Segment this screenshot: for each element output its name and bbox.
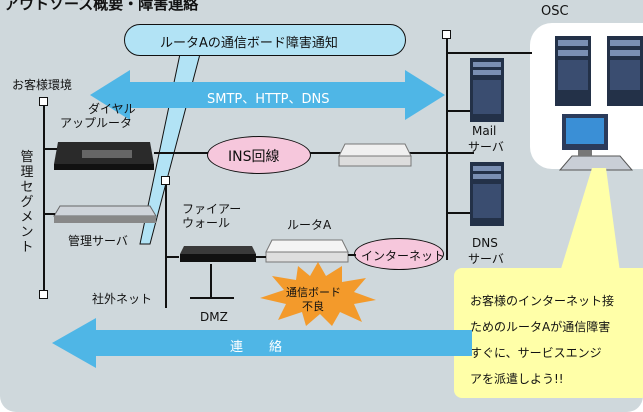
segment-top-terminator: [39, 97, 48, 106]
dialup-router-label-1: ダイヤル: [88, 102, 136, 116]
message-line-2: ためのルータAが通信障害: [470, 320, 611, 334]
dns-link: [446, 212, 470, 214]
failure-text-2: 不良: [302, 300, 324, 313]
dialup-router-icon: [54, 142, 154, 170]
osc-label: OSC: [541, 4, 569, 19]
failure-burst-icon: [260, 262, 376, 326]
dns-server-icon: [470, 162, 504, 226]
fw-router-link: [256, 256, 266, 258]
internet-label: インターネット: [361, 249, 446, 263]
page-title: アウトソース概要・障害連絡: [4, 0, 199, 13]
bottom-arrow: [52, 318, 472, 368]
mail-server-label-1: Mail: [472, 124, 497, 138]
ins-oval: [207, 136, 311, 174]
customer-env-label: お客様環境: [12, 78, 73, 92]
firewall-label-2: ウォール: [182, 216, 231, 230]
external-net-top-terminator: [161, 176, 170, 185]
dns-server-label-2: サーバ: [468, 252, 504, 266]
failure-text-1: 通信ボード: [286, 286, 341, 299]
dmz-label: DMZ: [200, 310, 228, 324]
dns-server-label-1: DNS: [472, 236, 498, 250]
firewall-link: [167, 256, 179, 258]
protocols-text: SMTP、HTTP、DNS: [207, 92, 330, 107]
message-line-4: アを派遣しよう!!: [470, 372, 564, 386]
dialup-link: [45, 148, 57, 150]
router-a-icon: [265, 239, 349, 263]
message-line-3: すぐに、サービスエンジ: [470, 346, 602, 360]
osc-pc-icon: [558, 114, 634, 171]
router-a-label: ルータA: [287, 218, 332, 232]
callout-text: ルータAの通信ボード障害通知: [160, 36, 338, 51]
mgmt-segment-label: 管理セグメント: [20, 150, 34, 255]
mgmt-server-link: [45, 213, 55, 215]
osc-link: [446, 52, 532, 54]
segment-bottom-terminator: [39, 290, 48, 299]
mail-link: [446, 110, 470, 112]
mgmt-server-label: 管理サーバ: [68, 234, 128, 248]
message-pointer: [560, 168, 620, 272]
server-segment-line: [446, 34, 448, 260]
firewall-icon: [180, 246, 256, 262]
ins-modem-icon: [338, 143, 412, 167]
ins-label: INS回線: [228, 149, 280, 165]
firewall-label-1: ファイアー: [182, 202, 242, 216]
ins-line-link: [154, 152, 474, 154]
external-net-line: [165, 180, 167, 308]
dialup-router-label-2: アップルータ: [60, 116, 133, 130]
mail-server-icon: [470, 58, 504, 122]
callout-bubble: [124, 24, 406, 56]
mgmt-server-icon: [53, 205, 157, 223]
server-top-terminator: [442, 30, 451, 39]
mail-server-label-2: サーバ: [468, 140, 504, 154]
mgmt-segment-line: [43, 101, 45, 295]
bottom-arrow-text: 連 絡: [230, 340, 283, 355]
internet-oval: [354, 238, 444, 270]
dmz-line: [190, 297, 234, 299]
router-internet-link: [348, 254, 356, 256]
dmz-drop: [210, 264, 212, 298]
message-box: [454, 268, 643, 398]
external-net-label: 社外ネット: [92, 292, 153, 306]
message-line-1: お客様のインターネット接: [470, 294, 615, 308]
top-double-arrow: [90, 70, 445, 120]
osc-server-rack-icon: [555, 36, 643, 106]
